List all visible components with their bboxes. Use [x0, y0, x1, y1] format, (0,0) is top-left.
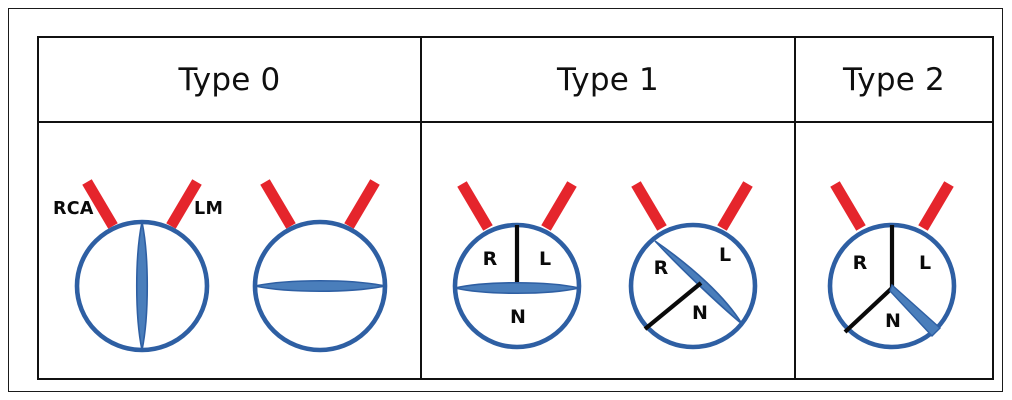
cusp-label-right: R: [853, 252, 868, 274]
valve-type1-rn-fusion: R L N: [628, 180, 758, 349]
lm-artery-icon: [918, 180, 954, 231]
table-header-row: Type 0 Type 1 Type 2: [39, 38, 992, 123]
body-cell-type2: R L N: [796, 123, 992, 378]
lm-artery-icon: [165, 178, 202, 229]
commissure-line-lower-left: [843, 285, 894, 334]
cusp-label-non: N: [885, 310, 901, 332]
lm-artery-icon: [717, 180, 753, 231]
raphe-vertical: [135, 221, 148, 350]
valve-type0-vertical: [74, 178, 209, 352]
body-cell-type1: R L N R: [420, 123, 796, 378]
cusp-label-left: L: [719, 244, 731, 266]
cusp-label-left: L: [539, 248, 551, 270]
raphe-radial: [889, 283, 942, 337]
body-cell-type0: RCA LM: [39, 123, 420, 378]
commissure-line: [643, 280, 703, 331]
rca-artery-icon: [457, 180, 493, 231]
lm-artery-icon: [343, 178, 380, 229]
type1-title: Type 1: [557, 61, 659, 98]
lm-label: LM: [194, 199, 224, 219]
rca-artery-icon: [631, 180, 667, 231]
type2-title: Type 2: [843, 61, 945, 98]
header-cell-type2: Type 2: [796, 38, 992, 121]
type0-title: Type 0: [178, 61, 281, 98]
rca-artery-icon: [81, 178, 118, 229]
rca-artery-icon: [259, 178, 296, 229]
cusp-label-right: R: [654, 257, 669, 279]
header-cell-type1: Type 1: [420, 38, 796, 121]
raphe-horizontal: [454, 281, 580, 294]
cusp-label-non: N: [510, 306, 526, 328]
lm-artery-icon: [541, 180, 577, 231]
header-cell-type0: Type 0: [39, 38, 420, 121]
valve-type2-tricuspid: R L N: [827, 180, 957, 349]
valve-type0-horizontal: [252, 178, 387, 352]
annulus-ring: [628, 222, 758, 349]
table-body-row: RCA LM: [39, 123, 992, 378]
valve-type1-rl-fusion: R L N: [452, 180, 582, 349]
raphe-horizontal: [254, 279, 385, 292]
cusp-label-right: R: [483, 248, 498, 270]
rca-label: RCA: [53, 199, 94, 219]
cusp-label-left: L: [919, 252, 931, 274]
rca-artery-icon: [830, 180, 866, 231]
classification-table: Type 0 Type 1 Type 2 RCA LM: [37, 36, 994, 380]
outer-frame: Type 0 Type 1 Type 2 RCA LM: [8, 8, 1003, 392]
cusp-label-non: N: [692, 302, 708, 324]
